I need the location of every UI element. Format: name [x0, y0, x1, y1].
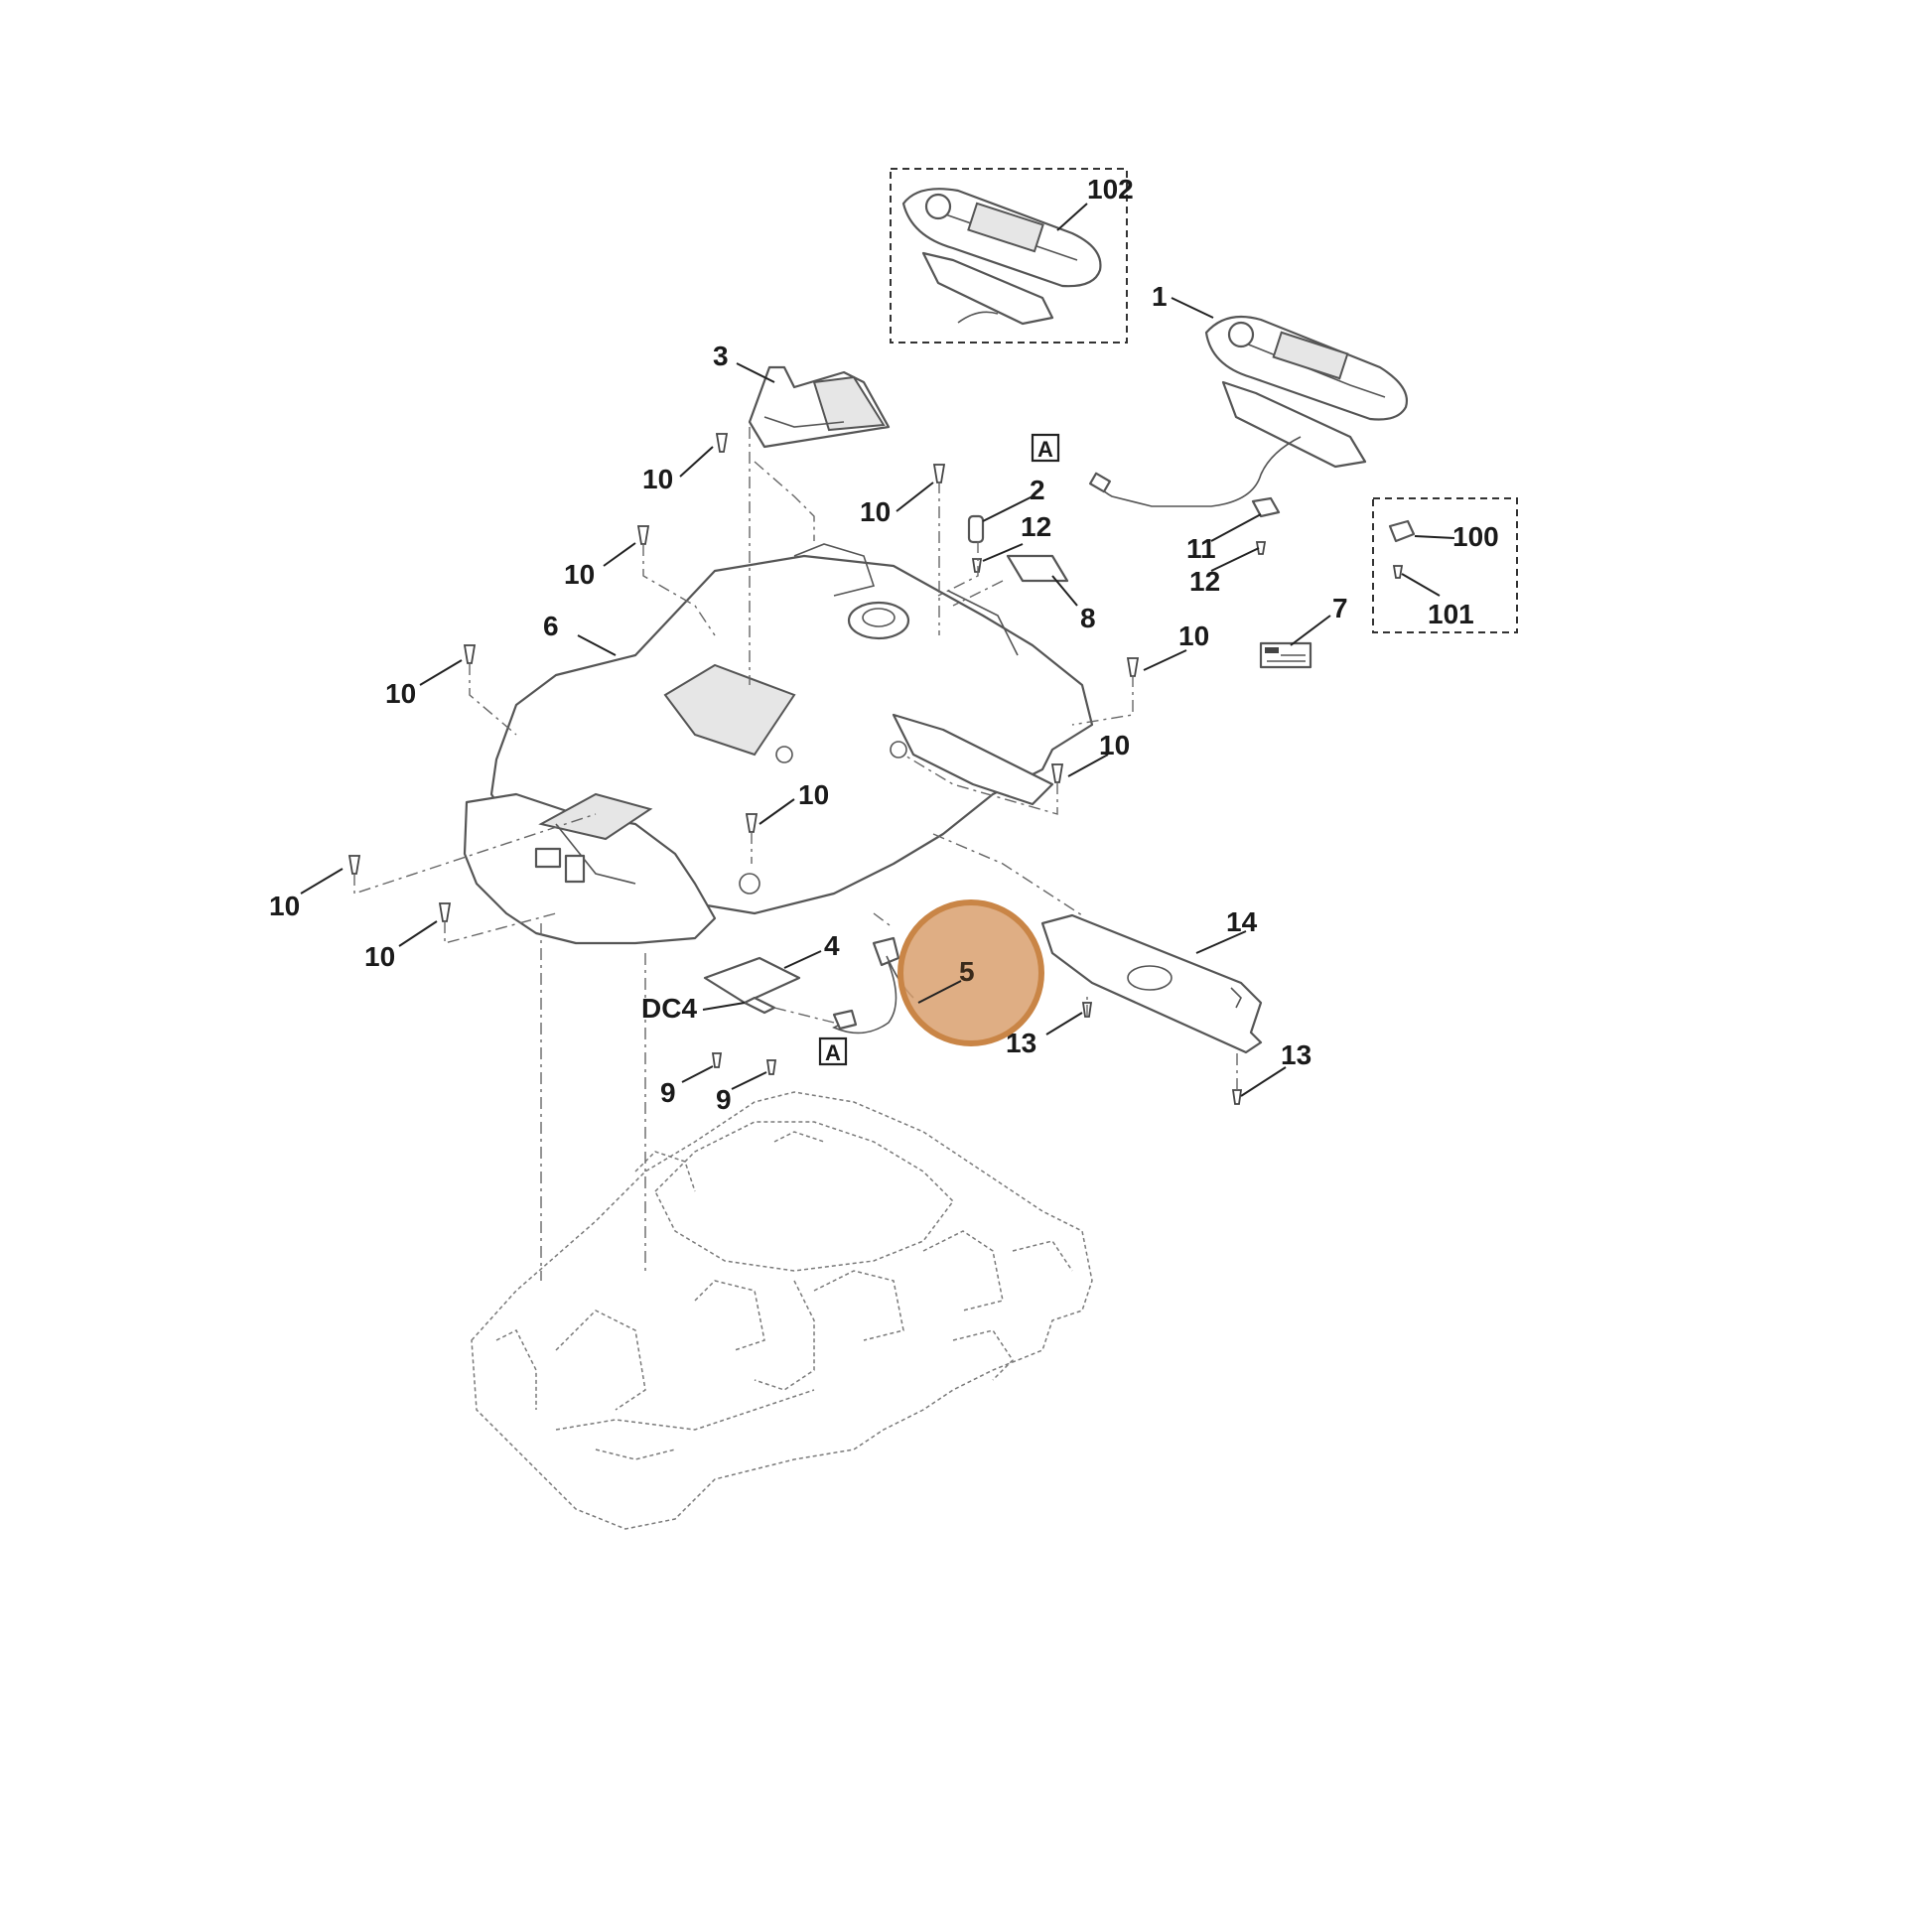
callout-7: 7	[1332, 593, 1348, 623]
callout-8: 8	[1080, 603, 1096, 633]
ref-mark-a-bottom: A	[818, 1036, 848, 1066]
main-shell-6	[463, 543, 1094, 945]
callout-5: 5	[959, 956, 975, 987]
callout-12a: 12	[1021, 511, 1051, 542]
alt-connector-box	[1372, 497, 1518, 633]
callout-10d: 10	[385, 678, 416, 709]
leader-lines	[300, 203, 1455, 1097]
connector-100	[1388, 519, 1416, 543]
callout-dc4: DC4	[641, 993, 697, 1024]
spacer-2	[967, 514, 985, 544]
screw-12a	[971, 558, 983, 573]
display-1	[1204, 315, 1409, 469]
callout-4: 4	[824, 930, 840, 961]
cover-3	[748, 365, 891, 449]
highlight-part-5[interactable]	[897, 899, 1044, 1046]
callout-11: 11	[1186, 533, 1216, 564]
callout-100: 100	[1452, 521, 1499, 552]
plate-14	[1040, 913, 1263, 1054]
board-4	[703, 956, 801, 1015]
callout-10g: 10	[798, 779, 829, 810]
screws	[347, 433, 1243, 1105]
callout-3: 3	[713, 341, 729, 371]
cable-5	[832, 936, 914, 1035]
callout-102: 102	[1087, 174, 1134, 205]
callout-13b: 13	[1281, 1039, 1311, 1070]
callout-9a: 9	[660, 1077, 676, 1108]
callout-10b: 10	[860, 496, 891, 527]
label-8	[1006, 554, 1069, 583]
svg-text:A: A	[1037, 437, 1053, 462]
callout-1: 1	[1152, 281, 1168, 312]
callout-10a: 10	[642, 464, 673, 494]
svg-text:A: A	[825, 1040, 841, 1065]
callout-10e: 10	[1178, 621, 1209, 651]
ref-mark-a-top: A	[1031, 433, 1060, 463]
callout-2: 2	[1030, 475, 1045, 505]
callout-10c: 10	[564, 559, 595, 590]
callout-12b: 12	[1189, 566, 1220, 597]
callout-10i: 10	[364, 941, 395, 972]
screw-101	[1392, 565, 1404, 579]
callout-labels: 102 1 3 2 12 11 12 100 101 8 7 6 10 10 1…	[269, 174, 1499, 1115]
screw-12b	[1255, 541, 1267, 555]
callout-10f: 10	[1099, 730, 1130, 760]
alignment-lines	[353, 427, 1238, 1281]
display-102	[901, 188, 1102, 326]
callout-6: 6	[543, 611, 559, 641]
callout-13a: 13	[1006, 1028, 1036, 1058]
nut-11	[1251, 496, 1281, 518]
display-cable	[1099, 436, 1302, 507]
callout-101: 101	[1428, 599, 1474, 629]
callout-9b: 9	[716, 1084, 732, 1115]
chassis	[471, 1091, 1093, 1530]
callout-10h: 10	[269, 891, 300, 921]
callout-14: 14	[1226, 906, 1258, 937]
label-7	[1259, 641, 1312, 669]
alt-display-box	[890, 168, 1128, 344]
